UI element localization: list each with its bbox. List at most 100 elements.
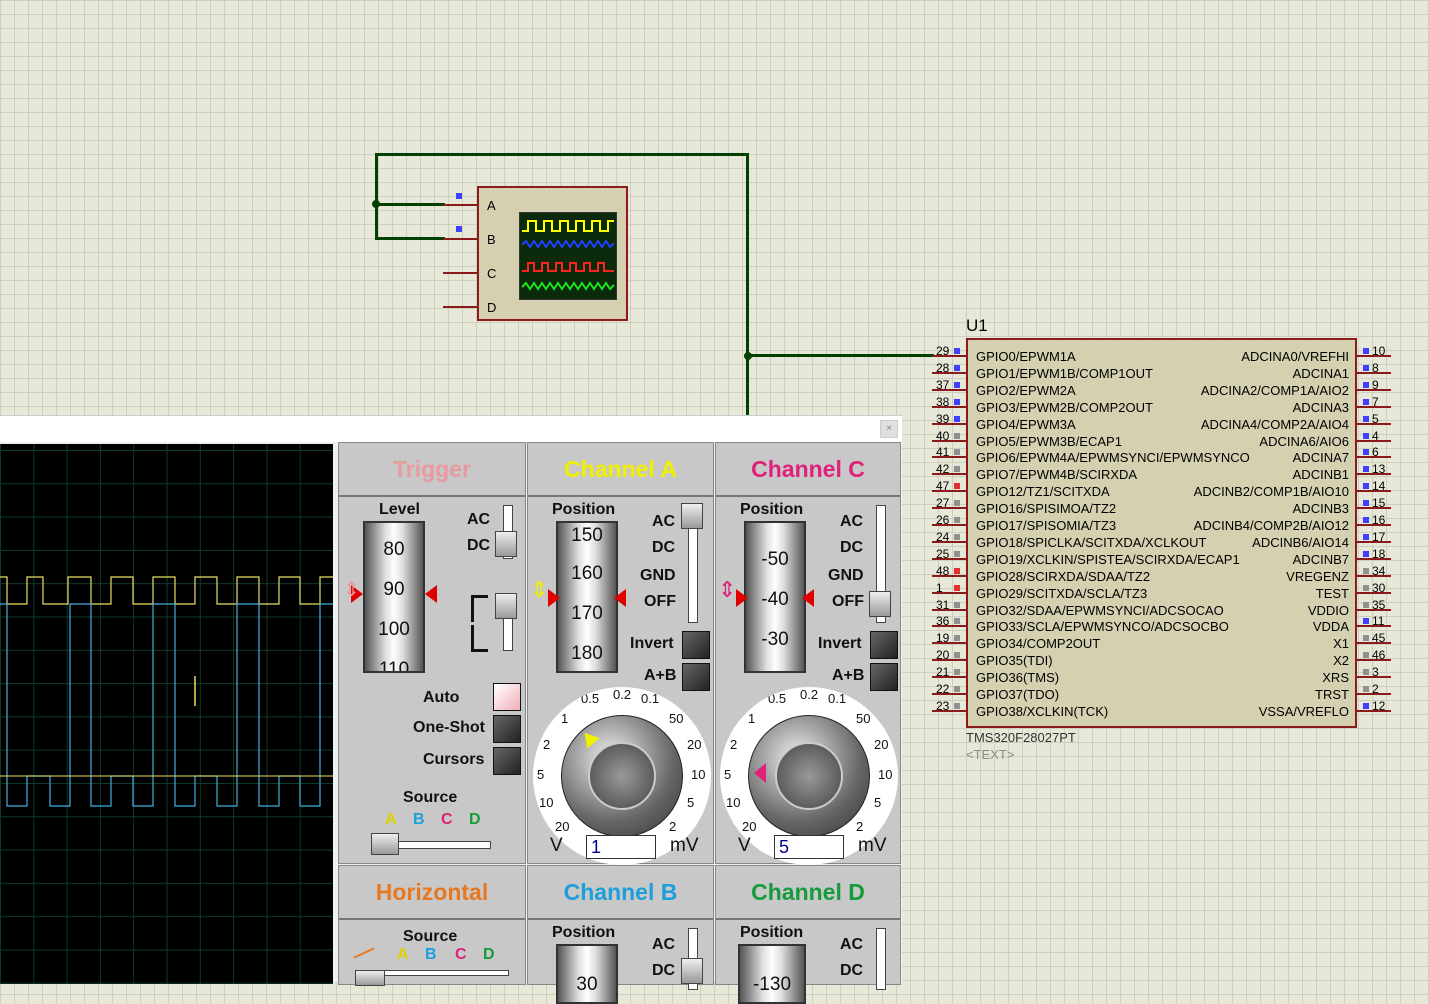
pin-name[interactable]: GPIO37(TDO) [976, 687, 1060, 702]
source-option-a[interactable]: A [397, 946, 409, 963]
source-option-d[interactable]: D [469, 811, 481, 828]
cursors-button[interactable] [493, 747, 521, 775]
pin-name[interactable]: GPIO29/SCITXDA/SCLA/TZ3 [976, 585, 1148, 601]
pin-name[interactable]: GPIO33/SCLA/EPWMSYNCO/ADCSOCBO [976, 619, 1229, 635]
pin-stub [1357, 608, 1391, 611]
channel-a-position-drum[interactable]: 150 160 170 180 [556, 521, 618, 673]
pin-name[interactable]: GPIO34/COMP2OUT [976, 636, 1101, 652]
pin-name[interactable]: GPIO18/SPICLKA/SCITXDA/XCLKOUT [976, 534, 1207, 550]
pin-name[interactable]: ADCINB7 [1292, 551, 1349, 567]
channel-c-scale-input[interactable]: 5 [774, 835, 844, 859]
pin-name[interactable]: GPIO17/SPISOMIA/TZ3 [976, 518, 1117, 533]
pin-name[interactable]: ADCINB3 [1292, 501, 1349, 517]
channel-a-scale-knob[interactable] [561, 715, 683, 837]
pin-stub [1357, 591, 1391, 594]
source-option-b[interactable]: B [425, 946, 437, 963]
pin-name[interactable]: GPIO12/TZ1/SCITXDA [976, 484, 1110, 500]
channel-c-scale-knob[interactable] [748, 715, 870, 837]
pin-name[interactable]: GPIO6/EPWM4A/EPWMSYNCI/EPWMSYNCO [976, 450, 1250, 466]
pin-name[interactable]: GPIO16/SPISIMOA/TZ2 [976, 501, 1117, 517]
source-slider-thumb[interactable] [371, 833, 399, 855]
pin-number: 13 [1372, 462, 1386, 477]
pin-name[interactable]: XRS [1322, 670, 1349, 686]
pin-name[interactable]: VREGENZ [1286, 568, 1349, 584]
aplusb-button[interactable] [870, 663, 898, 691]
pin-name[interactable]: GPIO4/EPWM3A [976, 416, 1076, 432]
pin-name[interactable]: ADCINA0/VREFHI [1241, 349, 1349, 364]
pin-name[interactable]: TEST [1315, 585, 1349, 601]
pin-state-marker [954, 567, 960, 574]
drum-value: 30 [576, 974, 598, 995]
pin-state-marker [1363, 364, 1369, 371]
pin-name[interactable]: GPIO35(TDI) [976, 653, 1053, 669]
scope-pin-c-line [443, 272, 477, 274]
pin-name[interactable]: GPIO19/XCLKIN/SPISTEA/SCIRXDA/ECAP1 [976, 551, 1240, 567]
pin-state-marker [954, 500, 960, 507]
oneshot-button[interactable] [493, 715, 521, 743]
coupling-slider-thumb[interactable] [681, 958, 703, 984]
edge-slider-thumb[interactable] [495, 593, 517, 619]
pin-name[interactable]: ADCINA6/AIO6 [1259, 433, 1349, 449]
coupling-slider-thumb[interactable] [681, 503, 703, 529]
pin-state-marker [954, 449, 960, 456]
source-option-d[interactable]: D [483, 946, 495, 963]
pin-number: 28 [936, 360, 950, 375]
pin-number: 30 [1372, 580, 1386, 595]
pin-name[interactable]: ADCINB1 [1292, 467, 1349, 483]
pin-name[interactable]: ADCINB6/AIO14 [1252, 534, 1349, 550]
dial-tick: 2 [730, 737, 738, 752]
invert-button[interactable] [870, 631, 898, 659]
horizontal-source-slider-thumb[interactable] [355, 970, 385, 986]
pin-name[interactable]: ADCINA4/COMP2A/AIO4 [1200, 416, 1349, 432]
pin-name[interactable]: GPIO7/EPWM4B/SCIRXDA [976, 467, 1138, 483]
pin-name[interactable]: GPIO2/EPWM2A [976, 382, 1076, 398]
pin-name[interactable]: GPIO38/XCLKIN(TCK) [976, 703, 1109, 719]
pin-name[interactable]: ADCINB4/COMP2B/AIO12 [1193, 518, 1349, 533]
pin-name[interactable]: GPIO36(TMS) [976, 670, 1060, 686]
pin-name[interactable]: VDDA [1312, 619, 1349, 635]
pin-number: 15 [1372, 496, 1386, 511]
pin-name[interactable]: GPIO1/EPWM1B/COMP1OUT [976, 365, 1153, 381]
pin-name[interactable]: GPIO0/EPWM1A [976, 349, 1076, 364]
trigger-level-drum[interactable]: 80 90 100 110 [363, 521, 425, 673]
source-option-a[interactable]: A [385, 811, 397, 828]
pin-name[interactable]: GPIO5/EPWM3B/ECAP1 [976, 433, 1122, 449]
pin-name[interactable]: GPIO28/SCIRXDA/SDAA/TZ2 [976, 568, 1151, 584]
pin-name[interactable]: ADCINA2/COMP1A/AIO2 [1200, 382, 1349, 398]
channel-b-position-drum[interactable]: 30 [556, 944, 618, 1004]
close-button[interactable]: × [880, 420, 898, 438]
pin-name[interactable]: VDDIO [1307, 602, 1349, 618]
channel-d-position-drum[interactable]: -130 [738, 944, 806, 1004]
position-drag-icon[interactable]: ⇕ [530, 577, 549, 602]
invert-button[interactable] [682, 631, 710, 659]
source-option-c[interactable]: C [455, 946, 467, 963]
oscilloscope-symbol[interactable]: A B C D [477, 186, 628, 321]
pin-name[interactable]: ADCINA1 [1292, 365, 1349, 381]
dc-label: DC [652, 539, 676, 556]
pin-number: 42 [936, 462, 950, 477]
pin-name[interactable]: ADCINB2/COMP1B/AIO10 [1193, 484, 1349, 500]
ac-dc-slider-thumb[interactable] [495, 531, 517, 557]
level-drag-icon[interactable]: ⇕ [343, 579, 360, 601]
pin-name[interactable]: ADCINA3 [1292, 399, 1349, 415]
dial-tick: 50 [856, 711, 871, 726]
pin-name[interactable]: TRST [1315, 687, 1349, 702]
pin-name[interactable]: GPIO32/SDAA/EPWMSYNCI/ADCSOCAO [976, 602, 1224, 618]
pin-name[interactable]: ADCINA7 [1292, 450, 1349, 466]
window-titlebar[interactable]: × [0, 416, 902, 442]
source-option-c[interactable]: C [441, 811, 453, 828]
pin-name[interactable]: GPIO3/EPWM2B/COMP2OUT [976, 399, 1153, 415]
pin-state-marker [1363, 483, 1369, 490]
coupling-slider-thumb[interactable] [869, 591, 891, 617]
position-drag-icon[interactable]: ⇕ [718, 577, 737, 602]
aplusb-button[interactable] [682, 663, 710, 691]
channel-c-position-drum[interactable]: -50 -40 -30 [744, 521, 806, 673]
pin-name[interactable]: X2 [1333, 653, 1349, 669]
source-option-b[interactable]: B [413, 811, 425, 828]
mcu-chip[interactable] [966, 338, 1357, 728]
auto-button[interactable] [493, 683, 521, 711]
position-label: Position [740, 501, 804, 518]
pin-name[interactable]: X1 [1333, 636, 1349, 652]
pin-name[interactable]: VSSA/VREFLO [1258, 703, 1349, 719]
channel-a-scale-input[interactable]: 1 [586, 835, 656, 859]
